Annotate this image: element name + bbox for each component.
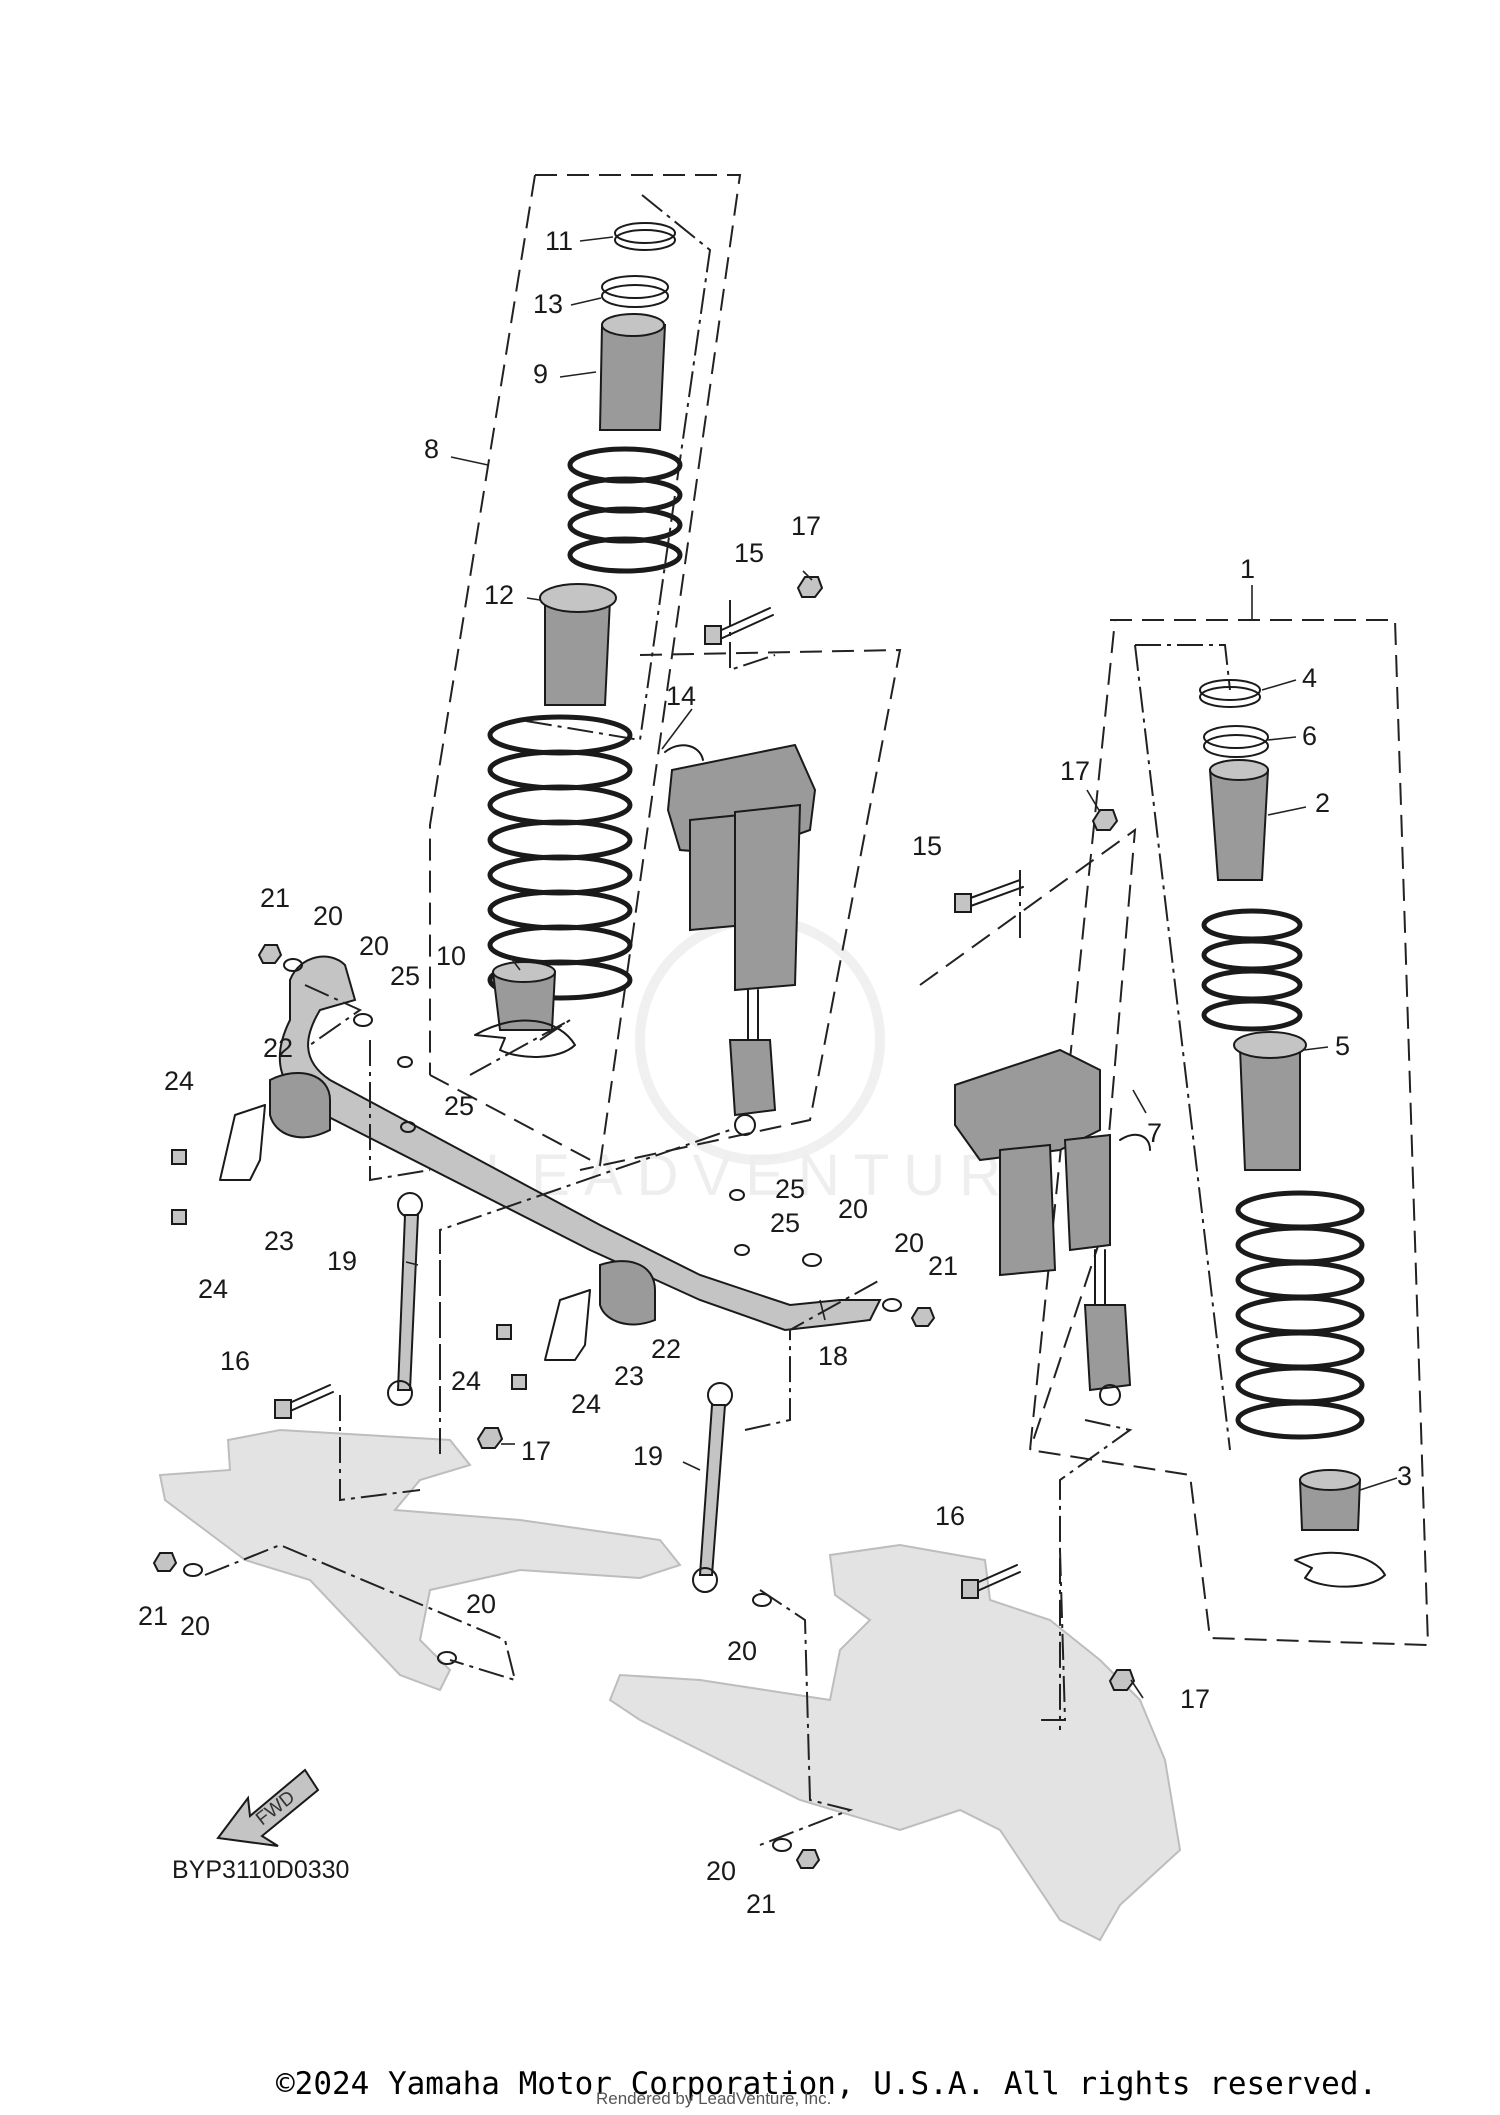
callout-5: 5 (1335, 1031, 1350, 1061)
bolt-16-right (961, 1564, 1021, 1599)
alignment-lines (204, 600, 1133, 1846)
callout-19a: 19 (327, 1246, 357, 1276)
callout-16b: 16 (935, 1501, 965, 1531)
callout-8: 8 (424, 434, 439, 464)
callout-22a: 22 (263, 1033, 293, 1063)
callout-20a: 20 (313, 901, 343, 931)
callout-20c: 20 (838, 1194, 868, 1224)
main-spring-right (1235, 1190, 1365, 1440)
nut-17-a (796, 576, 824, 598)
callout-1: 1 (1240, 554, 1255, 584)
callout-7: 7 (1147, 1118, 1162, 1148)
callout-21a: 21 (260, 883, 290, 913)
assembly-box-8 (429, 174, 902, 1171)
shock-body-right (954, 1048, 1151, 1406)
spring-collar-3 (1294, 1469, 1386, 1588)
bushing-22-right (599, 1260, 656, 1326)
callout-19b: 19 (633, 1441, 663, 1471)
ring-11 (614, 222, 676, 251)
upper-spring-right (1201, 908, 1303, 1032)
callout-25c: 25 (775, 1174, 805, 1204)
ring-6 (1203, 725, 1269, 758)
lower-arm-left (158, 1428, 682, 1692)
callout-16a: 16 (220, 1346, 250, 1376)
callout-23b: 23 (614, 1361, 644, 1391)
callout-20d: 20 (894, 1228, 924, 1258)
stabilizer-link-19-left (387, 1192, 423, 1406)
lower-arm-right (608, 1543, 1182, 1942)
callout-11: 11 (545, 226, 573, 256)
rendered-by-notice: Rendered by LeadVenture, Inc. (596, 2089, 831, 2108)
nut-17-d (1108, 1669, 1136, 1691)
callout-4: 4 (1302, 663, 1317, 693)
callout-25b: 25 (444, 1091, 474, 1121)
spacer-2 (1208, 759, 1270, 881)
drawing-code: BYP3110D0330 (172, 1856, 349, 1884)
nut-17-b (1091, 809, 1119, 831)
callout-20h: 20 (706, 1856, 736, 1886)
ring-4 (1199, 679, 1261, 708)
callout-21d: 21 (746, 1889, 776, 1919)
callout-15b: 15 (912, 831, 942, 861)
callout-20g: 20 (727, 1636, 757, 1666)
upper-spring (567, 446, 683, 574)
callout-17d: 17 (1180, 1684, 1210, 1714)
small-fasteners (152, 944, 936, 1869)
bracket-23-left (219, 1104, 266, 1181)
callout-20f: 20 (466, 1589, 496, 1619)
callout-25d: 25 (770, 1208, 800, 1238)
callout-17a: 17 (791, 511, 821, 541)
callout-12: 12 (484, 580, 514, 610)
callout-14: 14 (666, 681, 696, 711)
spring-seat-5 (1233, 1031, 1307, 1171)
bushing-22-left (269, 1071, 331, 1139)
callout-20e: 20 (180, 1611, 210, 1641)
callout-2: 2 (1315, 788, 1330, 818)
spring-collar-10 (474, 961, 576, 1058)
callout-18: 18 (818, 1341, 848, 1371)
callout-10: 10 (436, 941, 466, 971)
callout-numbers: 1 2 3 4 5 6 7 8 9 10 11 12 13 14 15 15 1… (138, 226, 1412, 1919)
ring-13 (601, 275, 669, 308)
callout-24a: 24 (164, 1066, 194, 1096)
callout-3: 3 (1397, 1461, 1412, 1491)
bolt-15-right (954, 879, 1024, 913)
nut-17-c (476, 1427, 504, 1449)
callout-9: 9 (533, 359, 548, 389)
callout-21b: 21 (928, 1251, 958, 1281)
callout-13: 13 (533, 289, 563, 319)
stabilizer-link-19-right (692, 1382, 733, 1593)
assembly-box-1 (919, 619, 1430, 1647)
callout-17b: 17 (1060, 756, 1090, 786)
callout-22b: 22 (651, 1334, 681, 1364)
bolt-15-left (704, 607, 774, 645)
callout-23a: 23 (264, 1226, 294, 1256)
callout-15a: 15 (734, 538, 764, 568)
callout-24b: 24 (198, 1274, 228, 1304)
main-spring-left (487, 714, 633, 1001)
callout-6: 6 (1302, 721, 1317, 751)
callout-24c: 24 (451, 1366, 481, 1396)
leader-lines (405, 236, 1398, 1699)
callout-17c: 17 (521, 1436, 551, 1466)
callout-20b: 20 (359, 931, 389, 961)
callout-25a: 25 (390, 961, 420, 991)
callout-24d: 24 (571, 1389, 601, 1419)
bracket-23-right (544, 1289, 591, 1361)
callout-21c: 21 (138, 1601, 168, 1631)
fwd-arrow-icon: FWD (216, 1768, 320, 1847)
bolt-16-left (274, 1384, 334, 1419)
spacer-9 (598, 313, 667, 431)
spring-seat-12 (539, 583, 617, 706)
shock-body-left (664, 743, 817, 1136)
copyright-notice: ©2024 Yamaha Motor Corporation, U.S.A. A… (276, 2066, 1377, 2102)
